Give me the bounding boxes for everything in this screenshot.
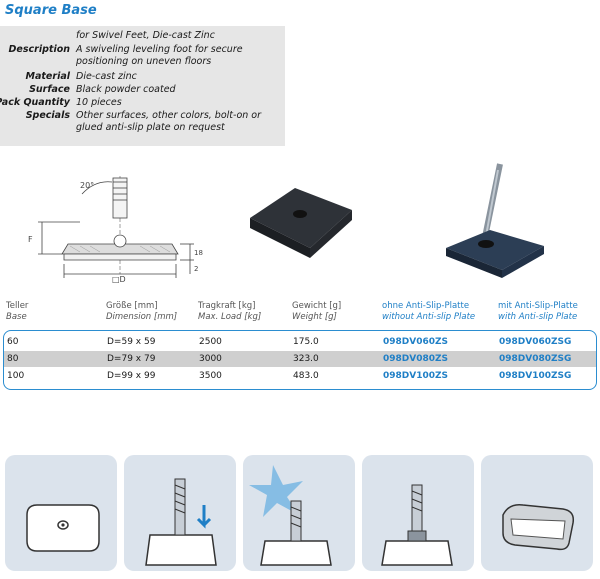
mounted-foot-illustration [381,484,453,566]
drawing-f-label: F [28,235,33,244]
assembly-step-1-panel [5,455,117,571]
technical-drawing: 20° F 18 2 □D [28,176,203,284]
cell-dimension: D=59 x 59 [107,337,156,347]
column-header-load: Tragkraft [kg]Max. Load [kg] [198,301,262,322]
spec-value: A swiveling leveling foot for secure pos… [76,44,243,67]
product-table: 60 D=59 x 59 2500 175.0 098DV060ZS 098DV… [3,330,597,390]
spec-value: Other surfaces, other colors, bolt-on or… [76,110,262,133]
cell-load: 2500 [199,337,222,347]
cell-article-with-plate[interactable]: 098DV060ZSG [499,337,572,347]
cell-weight: 175.0 [293,337,319,347]
spec-label: Pack Quantity [0,97,70,108]
table-row: 80 D=79 x 79 3000 323.0 098DV080ZS 098DV… [4,351,596,367]
cell-base: 100 [7,371,25,381]
cell-load: 3500 [199,371,222,381]
cell-load: 3000 [199,354,222,364]
spec-label: Surface [29,84,70,95]
column-header-dimension: Größe [mm]Dimension [mm] [106,301,178,322]
insert-screw-illustration [145,478,217,566]
table-row: 60 D=59 x 59 2500 175.0 098DV060ZS 098DV… [4,334,596,350]
finished-base-illustration [502,503,575,551]
hammer-in-illustration [249,465,332,566]
cell-weight: 323.0 [293,354,319,364]
cell-article-without-plate[interactable]: 098DV060ZS [383,337,449,347]
spec-value: for Swivel Feet, Die-cast Zinc [76,30,215,41]
cell-article-with-plate[interactable]: 098DV080ZSG [499,354,572,364]
cell-base: 80 [7,354,19,364]
cell-article-without-plate[interactable]: 098DV100ZS [383,371,449,381]
spec-box: for Swivel Feet, Die-cast Zinc Descripti… [0,26,285,146]
assembly-step-5-panel [481,455,593,571]
cell-dimension: D=99 x 99 [107,371,156,381]
cell-base: 60 [7,337,19,347]
column-header-weight: Gewicht [g]Weight [g] [292,301,342,322]
assembly-step-2-panel [124,455,236,571]
drawing-thickness-label: 2 [194,265,198,273]
page-title: Square Base [5,3,97,18]
drawing-d-label: □D [112,275,126,284]
spec-label: Specials [25,110,70,121]
table-row: 100 D=99 x 99 3500 483.0 098DV100ZS 098D… [4,368,596,384]
product-photo-swivel-foot [446,163,544,278]
cell-weight: 483.0 [293,371,319,381]
base-plate-illustration [26,504,100,552]
spec-value: 10 pieces [76,97,122,108]
product-photo-base [250,188,352,258]
cell-dimension: D=79 x 79 [107,354,156,364]
spec-value: Black powder coated [76,84,176,95]
spec-label: Material [25,71,70,82]
assembly-step-4-panel [362,455,474,571]
assembly-step-3-panel [243,455,355,571]
spec-value: Die-cast zinc [76,71,137,82]
cell-article-with-plate[interactable]: 098DV100ZSG [499,371,572,381]
cell-article-without-plate[interactable]: 098DV080ZS [383,354,449,364]
spec-label: Description [8,44,70,55]
drawing-height-label: 18 [194,249,203,257]
drawing-angle-label: 20° [80,181,94,190]
